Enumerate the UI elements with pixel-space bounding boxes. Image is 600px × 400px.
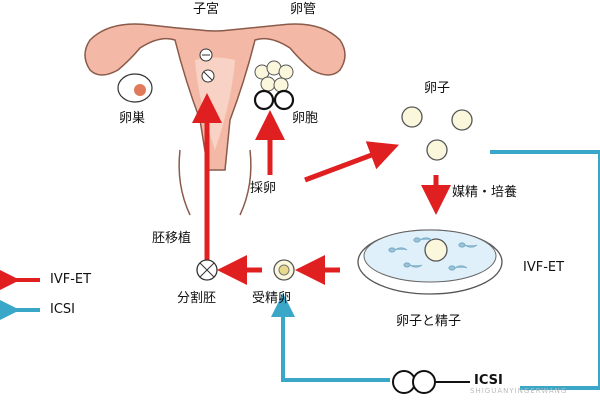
label-ivf-et-dish: IVF-ET bbox=[523, 260, 565, 275]
retrieval-arrow bbox=[304, 141, 400, 183]
label-fertilized-egg: 受精卵 bbox=[252, 291, 292, 306]
label-egg: 卵子 bbox=[424, 81, 451, 96]
watermark: SHIGUANYINGERWANG bbox=[470, 387, 568, 395]
label-egg-and-sperm: 卵子と精子 bbox=[396, 314, 462, 329]
label-fertilization-culture: 媒精・培養 bbox=[452, 185, 518, 200]
petri-dish bbox=[357, 229, 503, 295]
legend-icsi-label: ICSI bbox=[50, 302, 75, 317]
icsi-path-right bbox=[490, 150, 600, 390]
eggs bbox=[401, 106, 473, 161]
label-embryo-transfer: 胚移植 bbox=[152, 231, 192, 246]
cleaved-embryo-icon bbox=[196, 259, 218, 281]
label-ovary: 卵巣 bbox=[119, 111, 146, 126]
label-follicle: 卵胞 bbox=[292, 111, 319, 126]
icsi-pipette bbox=[392, 370, 470, 394]
fertilized-egg-icon bbox=[273, 259, 295, 281]
label-fallopian-tube: 卵管 bbox=[290, 2, 317, 17]
label-egg-retrieval: 採卵 bbox=[250, 181, 277, 196]
follicle-cluster bbox=[253, 60, 295, 111]
label-cleaved-embryo: 分割胚 bbox=[177, 291, 217, 306]
legend-ivf-label: IVF-ET bbox=[50, 272, 92, 287]
label-uterus: 子宮 bbox=[193, 2, 220, 17]
icsi-path-left bbox=[271, 293, 390, 382]
label-icsi-dish: ICSI bbox=[474, 373, 503, 388]
